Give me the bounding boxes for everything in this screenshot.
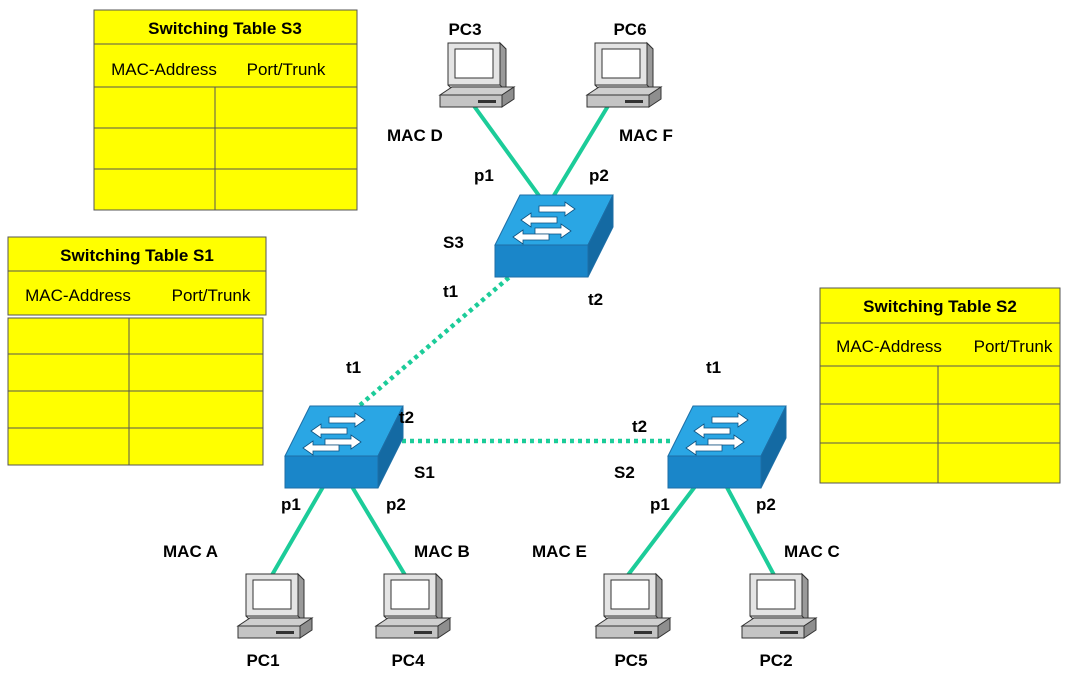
trunk-s3-s1 (350, 260, 529, 414)
column-header-mac: MAC-Address (25, 286, 131, 305)
switch-s3-icon[interactable] (494, 194, 614, 278)
switch-s1-label: S1 (414, 463, 435, 482)
pc5-icon[interactable] (595, 573, 671, 639)
pc1-icon[interactable] (237, 573, 313, 639)
pc4-icon[interactable] (375, 573, 451, 639)
mac-f-label: MAC F (619, 126, 673, 145)
column-header-port: Port/Trunk (974, 337, 1053, 356)
switching-table-s3: Switching Table S3 MAC-Address Port/Trun… (93, 9, 358, 211)
switch-s3-label: S3 (443, 233, 464, 252)
port-label: t1 (346, 358, 361, 377)
mac-e-label: MAC E (532, 542, 587, 561)
link-s2-pc5 (626, 478, 702, 577)
column-header-mac: MAC-Address (111, 60, 217, 79)
mac-d-label: MAC D (387, 126, 443, 145)
table-title: Switching Table S1 (60, 246, 214, 265)
link-s1-pc4 (346, 478, 407, 577)
port-label: p1 (474, 166, 494, 185)
column-header-mac: MAC-Address (836, 337, 942, 356)
mac-a-label: MAC A (163, 542, 218, 561)
link-s2-pc2 (721, 478, 776, 577)
pc2-label: PC2 (759, 651, 792, 670)
switch-s2-icon[interactable] (667, 405, 787, 489)
pc6-label: PC6 (613, 20, 646, 39)
port-label: t2 (632, 417, 647, 436)
port-label: t1 (706, 358, 721, 377)
link-pc3-s3 (472, 104, 542, 199)
pc6-icon[interactable] (586, 42, 662, 108)
port-label: p2 (589, 166, 609, 185)
port-label: p1 (650, 495, 670, 514)
pc4-label: PC4 (391, 651, 425, 670)
links (270, 104, 776, 577)
port-label: p1 (281, 495, 301, 514)
pc3-icon[interactable] (439, 42, 515, 108)
link-pc6-s3 (551, 104, 610, 199)
port-label: t2 (588, 290, 603, 309)
port-label: t1 (443, 282, 458, 301)
port-label: p2 (386, 495, 406, 514)
switching-table-s1: Switching Table S1 MAC-Address Port/Trun… (7, 236, 267, 466)
pc5-label: PC5 (614, 651, 647, 670)
port-label: p2 (756, 495, 776, 514)
table-title: Switching Table S2 (863, 297, 1017, 316)
column-header-port: Port/Trunk (247, 60, 326, 79)
switch-s1-icon[interactable] (284, 405, 404, 489)
switch-s2-label: S2 (614, 463, 635, 482)
pc3-label: PC3 (448, 20, 481, 39)
port-label: t2 (399, 408, 414, 427)
pc1-label: PC1 (246, 651, 279, 670)
mac-b-label: MAC B (414, 542, 470, 561)
switching-table-s2: Switching Table S2 MAC-Address Port/Trun… (819, 287, 1061, 484)
table-title: Switching Table S3 (148, 19, 302, 38)
link-s1-pc1 (270, 478, 329, 577)
pc2-icon[interactable] (741, 573, 817, 639)
mac-c-label: MAC C (784, 542, 840, 561)
column-header-port: Port/Trunk (172, 286, 251, 305)
